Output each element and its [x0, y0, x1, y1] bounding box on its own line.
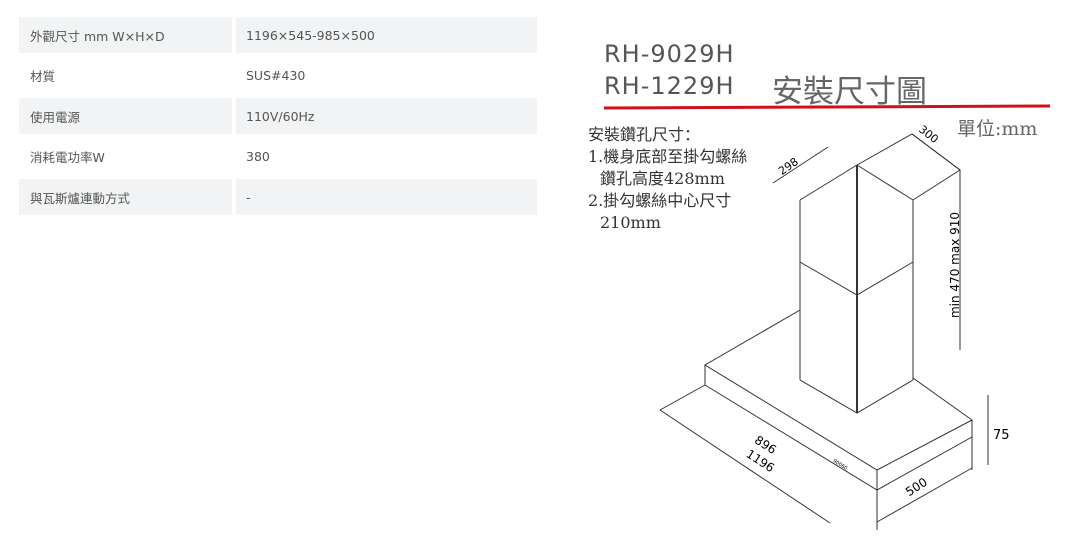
dim-75: 75: [993, 428, 1010, 443]
install-notes: 安裝鑽孔尺寸： 1.機身底部至掛勾螺絲 鑽孔高度428mm 2.掛勾螺絲中心尺寸…: [588, 124, 747, 234]
dim-height: min 470 max 910: [948, 211, 963, 319]
spec-row: 與瓦斯爐連動方式-: [19, 179, 537, 215]
diagram-title: 安裝尺寸圖: [772, 74, 927, 110]
model-1: RH-9029H: [604, 40, 735, 68]
note: 2.掛勾螺絲中心尺寸: [588, 191, 732, 210]
title-underline: [603, 104, 1051, 110]
note: 安裝鑽孔尺寸：: [588, 125, 701, 144]
unit-label: 單位:mm: [957, 118, 1038, 140]
spec-value: 110V/60Hz: [236, 98, 537, 134]
spec-label: 與瓦斯爐連動方式: [19, 179, 232, 215]
spec-value: SUS#430: [236, 57, 537, 94]
hood-outline: [659, 133, 989, 530]
spec-value: -: [236, 179, 537, 215]
spec-value: 1196×545-985×500: [236, 17, 537, 53]
spec-label: 使用電源: [19, 98, 232, 134]
model-2: RH-1229H: [604, 72, 735, 100]
note: 1.機身底部至掛勾螺絲: [588, 147, 748, 166]
spec-label: 外觀尺寸 mm W×H×D: [19, 17, 232, 53]
spec-value: 380: [236, 138, 537, 175]
note: 210mm: [600, 213, 661, 232]
note: 鑽孔高度428mm: [600, 169, 725, 188]
spec-label: 消耗電功率W: [19, 138, 232, 175]
spec-label: 材質: [19, 57, 232, 94]
